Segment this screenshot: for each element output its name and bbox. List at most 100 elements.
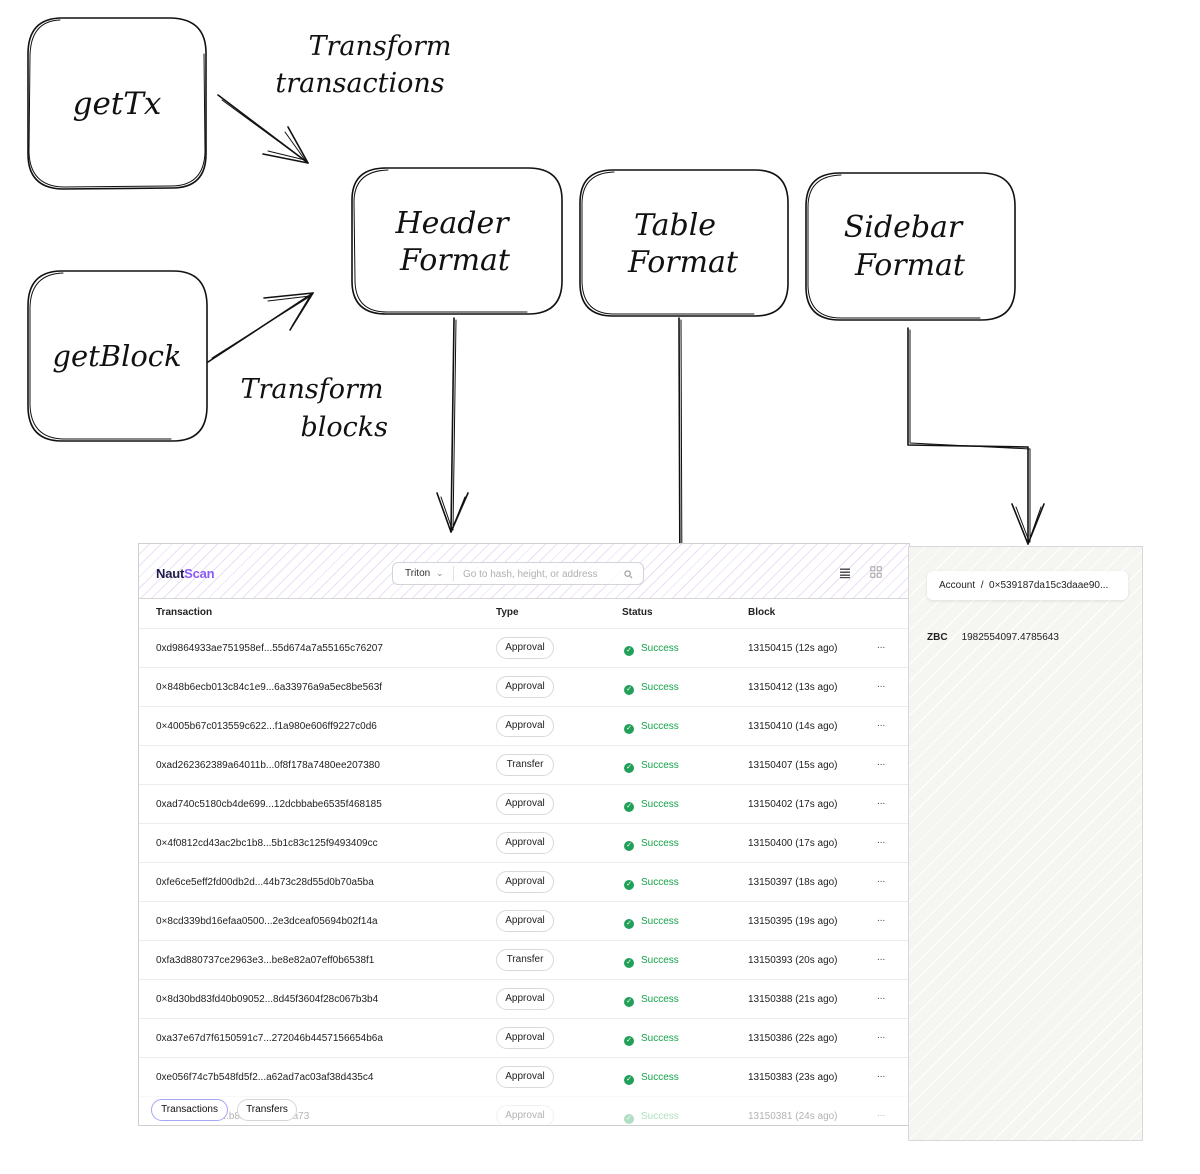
more-icon[interactable]: ...	[877, 835, 886, 846]
search-divider	[453, 566, 454, 581]
tab-transfers[interactable]: Transfers	[237, 1099, 297, 1121]
block-number[interactable]: 13150412 (13s ago)	[748, 682, 838, 693]
type-badge: Approval	[496, 1027, 554, 1049]
node-label-sidebar-format: Format	[854, 248, 966, 283]
node-label-get-block: getBlock	[52, 339, 181, 373]
more-icon[interactable]: ...	[877, 679, 886, 690]
transaction-hash[interactable]: 0xd9864933ae751958ef...55d674a7a55165c76…	[156, 643, 383, 654]
block-number[interactable]: 13150410 (14s ago)	[748, 721, 838, 732]
table-row[interactable]: 0xad262362389a64011b...0f8f178a7480ee207…	[139, 745, 909, 784]
transaction-hash[interactable]: 0xad740c5180cb4de699...12dcbbabe6535f468…	[156, 799, 382, 810]
table-row[interactable]: 0xad740c5180cb4de699...12dcbbabe6535f468…	[139, 784, 909, 823]
status-text: Success	[641, 955, 679, 966]
breadcrumb-separator: /	[980, 580, 984, 591]
status-text: Success	[641, 721, 679, 732]
transaction-hash[interactable]: 0×8cd339bd16efaa0500...2e3dceaf05694b02f…	[156, 916, 378, 927]
more-icon[interactable]: ...	[877, 640, 886, 651]
block-number[interactable]: 13150381 (24s ago)	[748, 1111, 838, 1122]
table-header: Transaction Type Status Block	[139, 600, 909, 628]
block-number[interactable]: 13150393 (20s ago)	[748, 955, 838, 966]
table-row[interactable]: 0×4f0812cd43ac2bc1b8...5b1c83c125f949340…	[139, 823, 909, 862]
node-label-header-format: Format	[399, 243, 511, 278]
block-number[interactable]: 13150388 (21s ago)	[748, 994, 838, 1005]
block-number[interactable]: 13150386 (22s ago)	[748, 1033, 838, 1044]
more-icon[interactable]: ...	[877, 757, 886, 768]
type-badge: Approval	[496, 793, 554, 815]
node-label-sidebar: Sidebar	[844, 210, 964, 245]
table-row[interactable]: 0x81a9e1cc7c...b81a98f50effaa73 Approval ✓…	[139, 1096, 909, 1125]
transaction-hash[interactable]: 0xe056f74c7b548fd5f2...a62ad7ac03af38d43…	[156, 1072, 374, 1083]
edge-label-transform-blocks-1: Transform	[240, 374, 383, 405]
type-badge: Approval	[496, 871, 554, 893]
more-icon[interactable]: ...	[877, 991, 886, 1002]
table-row[interactable]: 0×8d30bd83fd40b09052...8d45f3604f28c067b…	[139, 979, 909, 1018]
transaction-hash[interactable]: 0×848b6ecb013c84c1e9...6a33976a9a5ec8be5…	[156, 682, 383, 693]
check-icon: ✓	[624, 997, 634, 1007]
status-badge: ✓Success	[624, 1111, 679, 1124]
status-text: Success	[641, 799, 679, 810]
nautscan-logo[interactable]: NautScan	[156, 566, 215, 581]
table-row[interactable]: 0xfa3d880737ce2963e3...be8e82a07eff0b653…	[139, 940, 909, 979]
check-icon: ✓	[624, 1114, 634, 1124]
transaction-hash[interactable]: 0×4005b67c013559c622...f1a980e606ff9227c…	[156, 721, 377, 732]
block-number[interactable]: 13150400 (17s ago)	[748, 838, 838, 849]
more-icon[interactable]: ...	[877, 952, 886, 963]
table-row[interactable]: 0×4005b67c013559c622...f1a980e606ff9227c…	[139, 706, 909, 745]
more-icon[interactable]: ...	[877, 1108, 886, 1119]
status-badge: ✓Success	[624, 838, 679, 851]
status-badge: ✓ Success	[624, 682, 679, 695]
status-badge: ✓ Success	[624, 799, 679, 812]
more-icon[interactable]: ...	[877, 1069, 886, 1080]
type-badge: Approval	[496, 1105, 554, 1125]
tab-transactions[interactable]: Transactions	[151, 1099, 228, 1121]
status-text: Success	[641, 682, 679, 693]
chevron-down-icon: ⌄	[436, 568, 444, 578]
transaction-hash[interactable]: 0×8d30bd83fd40b09052...8d45f3604f28c067b…	[156, 994, 379, 1005]
block-number[interactable]: 13150397 (18s ago)	[748, 877, 838, 888]
status-text: Success	[641, 994, 679, 1005]
status-badge: ✓Success	[624, 721, 679, 734]
more-icon[interactable]: ...	[877, 874, 886, 885]
transaction-hash[interactable]: 0×4f0812cd43ac2bc1b8...5b1c83c125f949340…	[156, 838, 378, 849]
transaction-hash[interactable]: 0xfe6ce5eff2fd00db2d...44b73c28d55d0b70a…	[156, 877, 374, 888]
transaction-hash[interactable]: 0xfa3d880737ce2963e3...be8e82a07eff0b653…	[156, 955, 375, 966]
account-breadcrumb[interactable]: Account / 0×539187da15c3daae90...	[927, 571, 1128, 600]
block-number[interactable]: 13150383 (23s ago)	[748, 1072, 838, 1083]
check-icon: ✓	[624, 802, 634, 812]
column-transaction: Transaction	[156, 607, 213, 618]
block-number[interactable]: 13150407 (15s ago)	[748, 760, 838, 771]
type-badge: Approval	[496, 910, 554, 932]
transaction-hash[interactable]: 0xad262362389a64011b...0f8f178a7480ee207…	[156, 760, 380, 771]
explorer-header: NautScan Triton ⌄	[139, 544, 909, 599]
block-number[interactable]: 13150415 (12s ago)	[748, 643, 838, 654]
table-row[interactable]: 0xa37e67d7f6150591c7...272046b4457156654…	[139, 1018, 909, 1057]
table-row[interactable]: 0xfe6ce5eff2fd00db2d...44b73c28d55d0b70a…	[139, 862, 909, 901]
type-badge: Transfer	[496, 754, 554, 776]
check-icon: ✓	[624, 685, 634, 695]
check-icon: ✓	[624, 763, 634, 773]
table-row[interactable]: 0×848b6ecb013c84c1e9...6a33976a9a5ec8be5…	[139, 667, 909, 706]
grid-view-icon[interactable]	[870, 566, 882, 578]
more-icon[interactable]: ...	[877, 796, 886, 807]
list-view-icon[interactable]	[839, 567, 851, 579]
block-number[interactable]: 13150402 (17s ago)	[748, 799, 838, 810]
node-box-get-tx	[27, 17, 207, 190]
type-badge: Approval	[496, 1066, 554, 1088]
more-icon[interactable]: ...	[877, 1030, 886, 1041]
table-row[interactable]: 0×8cd339bd16efaa0500...2e3dceaf05694b02f…	[139, 901, 909, 940]
search-icon[interactable]	[624, 570, 633, 579]
table-row[interactable]: 0xd9864933ae751958ef...55d674a7a55165c76…	[139, 628, 909, 667]
check-icon: ✓	[624, 880, 634, 890]
more-icon[interactable]: ...	[877, 718, 886, 729]
transaction-hash[interactable]: 0x81a9e1cc7c...b81a98f50effaa73	[156, 1111, 310, 1122]
type-badge: Approval	[496, 988, 554, 1010]
explorer-mockup: NautScan Triton ⌄ Transaction Type Statu…	[138, 543, 910, 1126]
search-input[interactable]	[463, 566, 618, 582]
table-row[interactable]: 0xe056f74c7b548fd5f2...a62ad7ac03af38d43…	[139, 1057, 909, 1096]
transaction-hash[interactable]: 0xa37e67d7f6150591c7...272046b4457156654…	[156, 1033, 383, 1044]
more-icon[interactable]: ...	[877, 913, 886, 924]
edge-label-transactions: transactions	[275, 68, 444, 99]
network-selector[interactable]: Triton	[405, 568, 431, 579]
block-number[interactable]: 13150395 (19s ago)	[748, 916, 838, 927]
